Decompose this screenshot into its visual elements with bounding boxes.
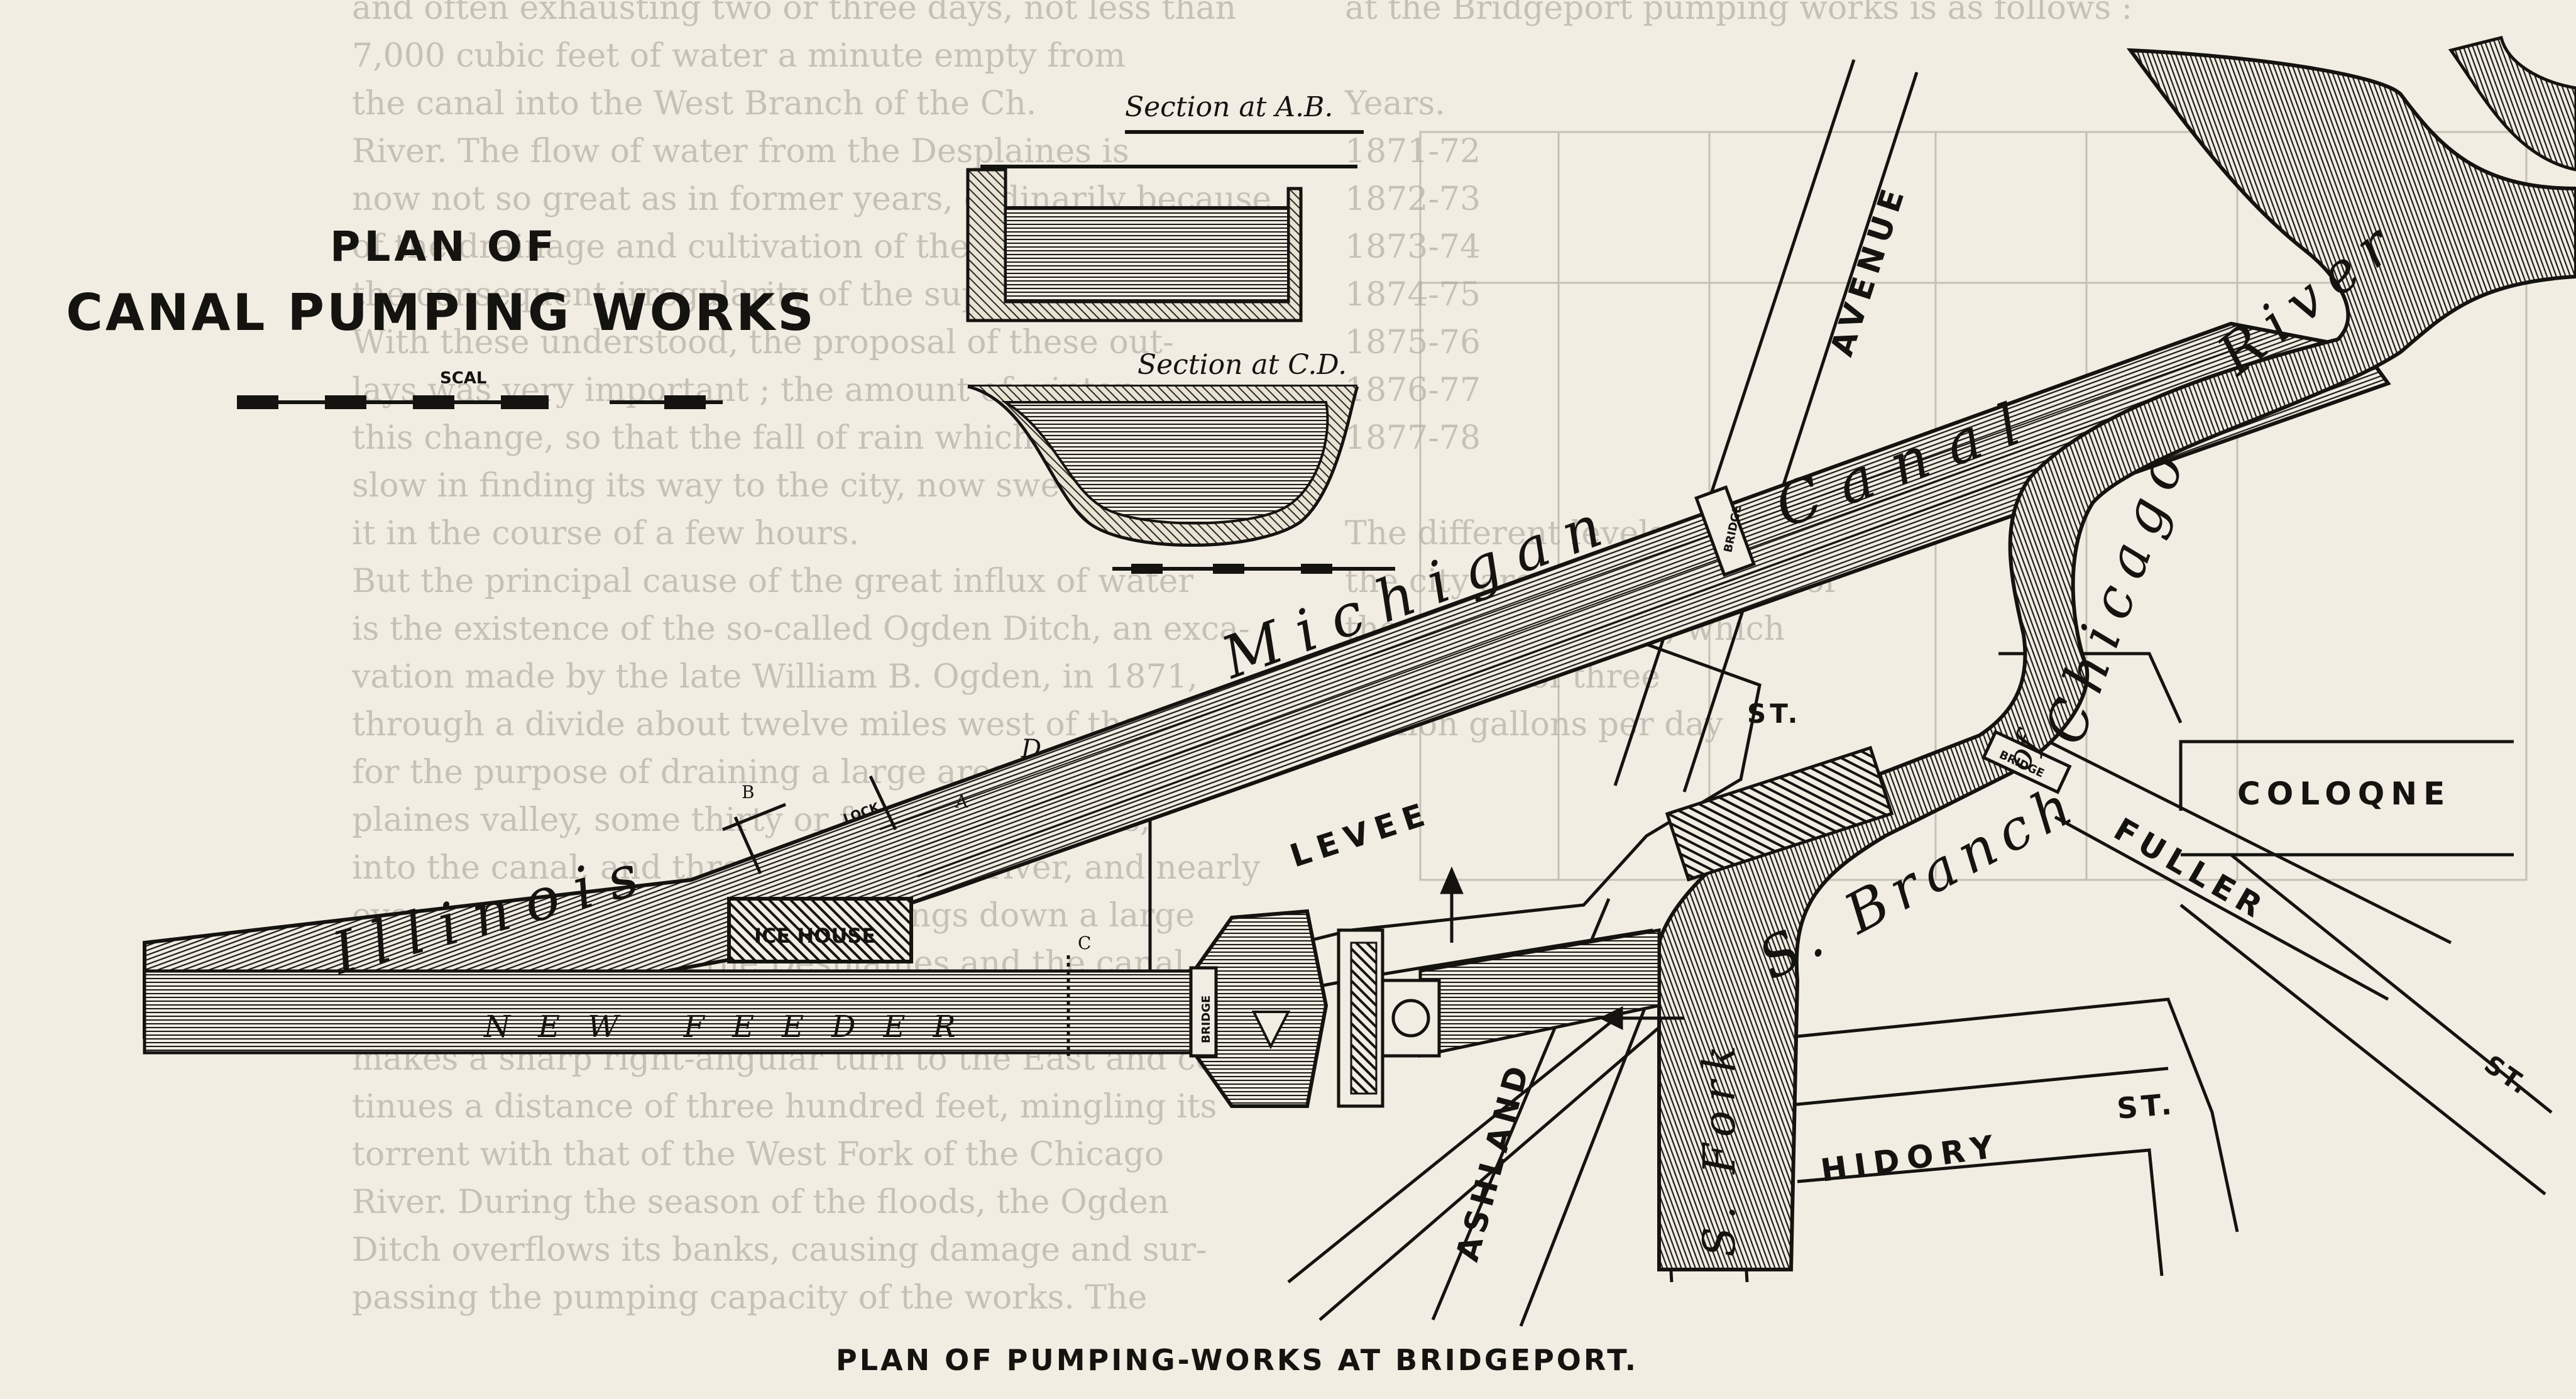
hidory-label: HIDORY <box>1819 1127 2003 1189</box>
avenue-label: AVENUE <box>1823 179 1913 361</box>
background-text-line: 7,000 cubic feet of water a minute empty… <box>352 37 1126 75</box>
flow-arrows <box>1066 866 1684 1056</box>
background-text-line: vation made by the late William B. Ogden… <box>351 658 1198 696</box>
s-fork-label: S. Fork <box>1694 1036 1745 1257</box>
background-text-line: River. During the season of the floods, … <box>352 1183 1170 1221</box>
new-feeder-channel <box>143 969 1202 1055</box>
levee-st-label: ST. <box>1747 698 1801 729</box>
background-text-line: the consequent irregularity of the suppl… <box>352 276 1033 314</box>
section-cd-label: Section at C.D. <box>1137 349 1347 381</box>
cologne-label: COLOQNE <box>2237 776 2451 812</box>
background-text-line: is the existence of the so-called Ogden … <box>352 610 1250 648</box>
background-text-line: River. The flow of water from the Despla… <box>352 133 1129 170</box>
avenue-street-left-edge <box>1613 59 1856 786</box>
ashland-label: ASHLAND <box>1449 1058 1538 1265</box>
marker-b: B <box>742 782 755 803</box>
pumping-basin <box>1192 909 1329 1108</box>
levee-label: LEVEE <box>1286 794 1437 874</box>
ice-house-label: ICE HOUSE <box>754 924 875 948</box>
background-text-line: But the principal cause of the great inf… <box>352 562 1193 600</box>
background-text-line: the canal into the West Branch of the Ch… <box>352 85 1036 123</box>
map-caption: PLAN OF PUMPING-WORKS AT BRIDGEPORT. <box>836 1343 1638 1377</box>
section-ab-drawing <box>966 130 1364 322</box>
background-text-line: With these understood, the proposal of t… <box>352 324 1174 361</box>
background-text-line: 1877-78 <box>1345 419 1481 457</box>
bridges <box>1189 485 2072 1058</box>
scale-label: SCAL <box>440 369 487 388</box>
fuller-street-south-edge <box>2054 815 2389 1001</box>
map-title-line2: CANAL PUMPING WORKS <box>66 283 816 342</box>
background-text-line: tinues a distance of three hundred feet,… <box>352 1088 1217 1126</box>
engine-house <box>1337 928 1441 1108</box>
background-text-line: through a divide about twelve miles west… <box>352 706 1218 743</box>
background-text-line: 1872-73 <box>1345 180 1481 218</box>
ice-house-building <box>727 897 913 963</box>
feeder-outlet <box>1418 928 1661 1058</box>
section-ab-label: Section at A.B. <box>1125 91 1333 123</box>
map-title-line1: PLAN OF <box>330 222 558 271</box>
bridge-feeder-label: BRIDGE <box>1200 996 1213 1043</box>
background-text-line: 1875-76 <box>1345 324 1481 361</box>
background-text-line: 1871-72 <box>1345 133 1481 170</box>
fuller-street-north-edge <box>2047 740 2452 945</box>
scale-bar <box>237 395 723 409</box>
background-text-line: at the Bridgeport pumping works is as fo… <box>1345 0 2132 27</box>
background-text-line: passing the pumping capacity of the work… <box>352 1279 1147 1317</box>
lock-structure <box>722 775 897 875</box>
background-text-line: torrent with that of the West Fork of th… <box>352 1136 1164 1173</box>
section-cd-drawing <box>967 385 1395 574</box>
background-text-line: and often exhausting two or three days, … <box>352 0 1236 27</box>
levee-building <box>1665 745 1894 882</box>
background-text-line: 1873-74 <box>1345 228 1481 266</box>
marker-d: D <box>1021 735 1041 764</box>
chicago-river <box>1657 48 2576 1271</box>
background-text-line: Years. <box>1344 85 1445 123</box>
chicago-river-north-arm <box>2448 35 2576 172</box>
marker-c: C <box>1078 933 1091 953</box>
background-text-left: and often exhausting two or three days, … <box>351 0 1272 1317</box>
marker-a: A <box>955 791 968 812</box>
hidory-st-label: ST. <box>2115 1087 2176 1126</box>
new-feeder-label: NEW FEEDER <box>483 1009 984 1045</box>
pump-triangle <box>1251 1011 1291 1050</box>
background-text-line: 1876-77 <box>1345 371 1481 409</box>
background-text-line: Ditch overflows its banks, causing damag… <box>352 1231 1207 1269</box>
background-text-line: 1874-75 <box>1345 276 1481 314</box>
background-text-line: it in the course of a few hours. <box>352 515 859 552</box>
